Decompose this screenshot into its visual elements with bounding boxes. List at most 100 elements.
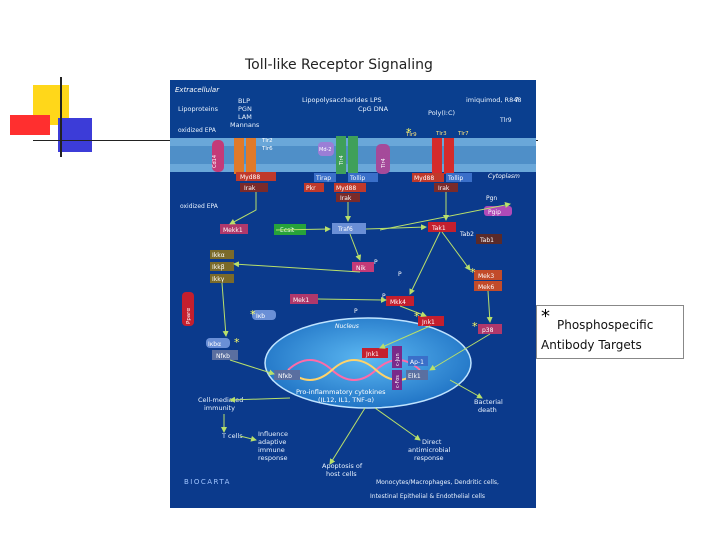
svg-text:Tab2: Tab2 (459, 231, 474, 238)
ligand-polyic: Poly(I:C) (428, 109, 455, 117)
svg-text:Nfκb: Nfκb (216, 353, 230, 360)
svg-text:Iκbα: Iκbα (208, 341, 221, 348)
node-ikb-top: Iκb (252, 310, 276, 320)
node-tirap: Tirap (314, 173, 336, 182)
svg-text:Mek3: Mek3 (478, 273, 494, 280)
receptor-tlr9-tlr3-tlr7: Tlr9 Tlr3 Tlr7 (405, 131, 469, 174)
node-nik: Nik (352, 262, 374, 272)
svg-text:Elk1: Elk1 (408, 373, 421, 380)
ligand-pgn: PGN (238, 105, 252, 113)
receptor-tlr2: Tlr2 Tlr6 (234, 138, 273, 174)
node-jnk1-cytoplasm: Jnk1 (418, 316, 444, 326)
svg-text:Mkk4: Mkk4 (390, 299, 406, 306)
svg-text:Tlr9: Tlr9 (405, 132, 417, 138)
svg-text:Tab1: Tab1 (479, 237, 494, 244)
legend-star: * (541, 306, 550, 327)
phospho-p2: P (398, 271, 402, 278)
direct-line2: antimicrobial (408, 446, 451, 454)
node-tab2: Tab2 (459, 231, 474, 238)
node-tollip-b: Tollip (446, 173, 472, 182)
white-border-bottom (170, 508, 536, 514)
node-myd88-c: Myd88 (412, 173, 444, 182)
influence-line1: Influence (258, 430, 288, 438)
node-c-fos: c-Fos (392, 370, 402, 390)
svg-text:Iκb: Iκb (256, 313, 265, 320)
pathway-arrows (221, 192, 511, 465)
svg-text:Pparα: Pparα (186, 308, 192, 324)
svg-text:Nik: Nik (356, 265, 366, 272)
node-irak-c: Irak (434, 183, 458, 192)
svg-text:Pgip: Pgip (488, 209, 501, 216)
tlr-pathway-diagram: Extracellular Cytoplasm Nucleus ? BLP PG… (170, 80, 536, 514)
node-myd88-b: Myd88 (334, 183, 366, 192)
ligand-blp: BLP (238, 97, 250, 105)
biocarta-brand: BIOCARTA (184, 478, 231, 486)
svg-text:p38: p38 (482, 327, 494, 334)
decor-blue-square (58, 118, 92, 152)
label-nucleus: Nucleus (335, 323, 359, 330)
node-ap1: Ap-1 (408, 356, 428, 366)
node-tab1: Tab1 (476, 234, 502, 244)
target-star: * (414, 310, 420, 323)
svg-text:Tlr4: Tlr4 (381, 158, 387, 169)
cell-immunity-line1: Cell-mediated (198, 396, 243, 404)
svg-text:Pkr: Pkr (306, 185, 316, 192)
node-ppara: Pparα (182, 292, 194, 326)
node-elk1: Elk1 (406, 370, 428, 380)
extracellular-region (170, 80, 536, 138)
svg-text:Nfκb: Nfκb (278, 373, 292, 380)
svg-text:Myd88: Myd88 (336, 185, 356, 192)
svg-text:Jnk1: Jnk1 (365, 351, 379, 358)
node-nfkb-nucleus: Nfκb (274, 370, 300, 380)
ligand-mannans: Mannans (230, 121, 260, 129)
svg-text:Tlr4: Tlr4 (339, 155, 345, 166)
receptor-cd14: Cd14 (212, 140, 224, 172)
node-mek6: Mek6 (474, 281, 502, 291)
node-ikka: Ikkα (210, 250, 234, 259)
influence-line3: immune (258, 446, 285, 454)
svg-text:Ikkγ: Ikkγ (212, 276, 225, 283)
svg-text:Irak: Irak (438, 185, 450, 192)
svg-text:Mek1: Mek1 (293, 297, 309, 304)
node-pgn: Pgn (486, 195, 497, 202)
apoptosis-line1: Apoptosis of (322, 462, 363, 470)
cytokines-line1: Pro-inflammatory cytokines (296, 388, 386, 396)
svg-text:Ap-1: Ap-1 (410, 359, 424, 366)
direct-line1: Direct (422, 438, 442, 446)
svg-text:Pgn: Pgn (486, 195, 497, 202)
node-pkr: Pkr (304, 183, 324, 192)
svg-text:Irak: Irak (244, 185, 256, 192)
apoptosis-line2: host cells (326, 470, 357, 478)
legend-line1: Phosphospecific (557, 318, 654, 332)
svg-text:Myd88: Myd88 (414, 175, 434, 182)
influence-line2: adaptive (258, 438, 286, 446)
node-myd88-a: Myd88 (236, 172, 276, 181)
receptor-tlr4b: Tlr4 (376, 144, 390, 174)
target-star: * (234, 336, 240, 349)
ligand-imiquimod: imiquimod, R848 (466, 96, 522, 104)
svg-text:Tirap: Tirap (315, 175, 331, 182)
node-ikkb: Ikkβ (210, 262, 234, 271)
cell-immunity-line2: immunity (204, 404, 235, 412)
phospho-p1: P (374, 259, 378, 266)
node-p38: p38 (478, 324, 502, 334)
svg-text:Md-2: Md-2 (319, 147, 331, 153)
page-title: Toll-like Receptor Signaling (245, 57, 433, 73)
ligand-oxidized-epa: oxidized EPA (178, 127, 217, 134)
decor-red-square (10, 115, 50, 135)
node-nfkb-cytoplasm: Nfκb (212, 350, 238, 360)
node-ikkg: Ikkγ (210, 274, 234, 283)
cells-line2: Intestinal Epithelial & Endothelial cell… (370, 493, 485, 500)
phospho-p3: P (382, 293, 386, 300)
svg-text:Myd88: Myd88 (240, 174, 260, 181)
tcells-label: T cells (221, 432, 243, 440)
legend-line2: Antibody Targets (541, 338, 642, 352)
svg-text:Tlr7: Tlr7 (457, 131, 469, 137)
svg-text:Tlr3: Tlr3 (435, 131, 447, 137)
svg-text:Ikkα: Ikkα (212, 252, 225, 259)
receptor-md2-tlr4: Md-2 Tlr4 (318, 136, 358, 174)
node-traf6: Traf6 (332, 223, 366, 234)
svg-text:Cd14: Cd14 (212, 155, 218, 168)
node-mekk1: Mekk1 (220, 224, 248, 234)
ligand-lam: LAM (238, 113, 252, 121)
